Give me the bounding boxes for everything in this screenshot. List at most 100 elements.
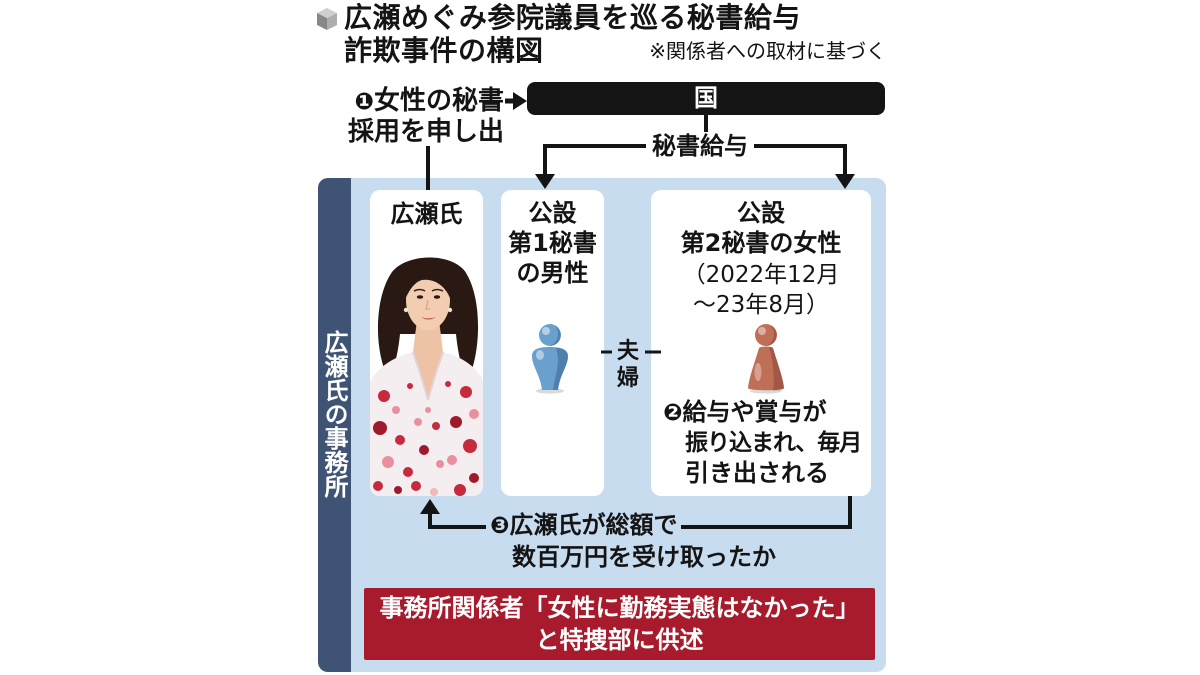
flower <box>445 381 451 387</box>
step1-line-2: 採用を申し出 <box>347 117 504 147</box>
step2-line-2: 振り込まれ、毎月 <box>685 430 862 456</box>
photo-earring-right <box>447 307 453 313</box>
photo-eye-right <box>433 295 441 299</box>
icon-head <box>539 324 561 346</box>
photo-collar-left <box>412 351 429 401</box>
photo-bangs <box>403 264 455 304</box>
icon-body-shade <box>553 348 568 390</box>
couple-label: 夫 婦 <box>614 338 642 392</box>
icon-head-shade <box>766 325 777 346</box>
hirose-photo <box>370 257 483 496</box>
flower <box>454 484 466 496</box>
testimony-box: 事務所関係者「女性に勤務実態はなかった」 と特捜部に供述 <box>364 588 875 660</box>
icon-body-shade <box>769 347 784 391</box>
cube-right-face <box>327 13 337 30</box>
icon-head <box>755 324 777 346</box>
hirose-box: 広瀬氏 <box>370 190 483 496</box>
flower <box>419 445 429 455</box>
employment-period: （2022年12月 ～23年8月） <box>651 260 871 320</box>
flower <box>394 486 402 494</box>
title-line-1: 広瀬めぐみ参院議員を巡る秘書給与 <box>344 1 801 34</box>
office-label-strip: 広瀬氏の事務所 <box>318 178 351 672</box>
step3-marker: ❸ <box>490 513 510 539</box>
flower <box>407 383 413 389</box>
secretary2-line-2: 第2秘書の女性 <box>680 229 842 257</box>
title-line-2: 詐欺事件の構図 <box>344 34 544 67</box>
icon-body <box>748 346 784 391</box>
icon-body-highlight <box>536 350 544 360</box>
icon-head-highlight <box>542 327 550 335</box>
step3-line-1-text: 広瀬氏が総額で <box>509 511 678 539</box>
step1-marker: ❶ <box>354 89 374 115</box>
secretary2-text: 公設 第2秘書の女性 <box>651 198 871 258</box>
flower <box>450 416 462 428</box>
step3-line-1: ❸広瀬氏が総額で <box>486 510 682 542</box>
icon-head-shade <box>550 325 561 346</box>
flower <box>382 456 394 468</box>
testimony-line-1: 事務所関係者「女性に勤務実態はなかった」 <box>379 594 860 622</box>
icon-body-highlight <box>754 363 762 381</box>
flower <box>378 390 390 402</box>
office-label: 広瀬氏の事務所 <box>320 330 348 498</box>
flower <box>436 460 444 468</box>
flower <box>392 406 400 414</box>
secretary1-text: 公設 第1秘書 の男性 <box>501 198 604 288</box>
flower <box>447 455 457 465</box>
photo-eye-left <box>416 295 424 299</box>
secretary2-line-1: 公設 <box>737 199 785 227</box>
step2-line-1: ❷給与や賞与が <box>663 397 861 428</box>
male-person-icon <box>532 324 568 394</box>
salary-label: 秘書給与 <box>646 132 754 160</box>
step2-marker: ❷ <box>663 400 683 426</box>
flower <box>395 435 405 445</box>
secretary2-box: 公設 第2秘書の女性 （2022年12月 ～23年8月） ❷給与や賞与が 振り込… <box>651 190 871 496</box>
flower <box>463 439 477 453</box>
photo-brow-right <box>431 288 444 292</box>
step1-line-1-text: 女性の秘書 <box>373 86 504 116</box>
photo-neck <box>413 320 443 400</box>
photo-earring-left <box>403 307 409 313</box>
step2-text: ❷給与や賞与が 振り込まれ、毎月 引き出される <box>663 397 862 488</box>
flower <box>411 481 421 491</box>
step3-text: ❸広瀬氏が総額で 数百万円を受け取ったか <box>486 510 776 573</box>
flower <box>425 407 431 413</box>
employment-period-start: （2022年12月 <box>682 262 840 288</box>
couple-line-1: 夫 <box>616 339 639 364</box>
flower <box>469 473 479 483</box>
photo-lips <box>421 317 436 320</box>
photo-blouse-pattern <box>373 381 479 496</box>
office-panel: 広瀬氏の事務所 広瀬氏 <box>318 178 886 672</box>
step3-line-2: 数百万円を受け取ったか <box>512 543 776 571</box>
step1-line-1: ❶女性の秘書 <box>348 86 505 117</box>
cube-left-face <box>317 13 327 30</box>
flower <box>432 422 440 430</box>
flower <box>469 409 479 419</box>
employment-period-end: ～23年8月） <box>693 292 829 318</box>
step1-text: ❶女性の秘書 採用を申し出 <box>348 86 504 147</box>
cube-icon <box>317 8 337 30</box>
icon-head-highlight <box>758 327 766 335</box>
step1-arrow-head <box>513 92 527 110</box>
secretary1-box: 公設 第1秘書 の男性 <box>501 190 604 496</box>
step2-line-3: 引き出される <box>685 459 829 487</box>
hirose-label: 広瀬氏 <box>390 200 463 228</box>
step2-line-1-text: 給与や賞与が <box>682 398 827 426</box>
testimony-line-2: と特捜部に供述 <box>535 626 704 654</box>
icon-body <box>532 347 568 390</box>
flower <box>403 467 413 477</box>
flower <box>430 488 438 496</box>
flower <box>414 418 422 426</box>
couple-line-2: 婦 <box>616 366 639 391</box>
flower <box>460 386 472 398</box>
photo-nose <box>425 299 430 310</box>
secretary1-line-3: の男性 <box>516 259 589 287</box>
flower <box>373 421 387 435</box>
secretary1-line-2: 第1秘書 <box>508 229 597 257</box>
photo-collar-right <box>427 351 444 401</box>
flower <box>373 481 383 491</box>
secretary1-line-1: 公設 <box>528 199 577 227</box>
state-box: 国 <box>527 82 885 115</box>
source-note: ※関係者への取材に基づく <box>649 39 886 63</box>
female-person-icon <box>748 324 784 394</box>
